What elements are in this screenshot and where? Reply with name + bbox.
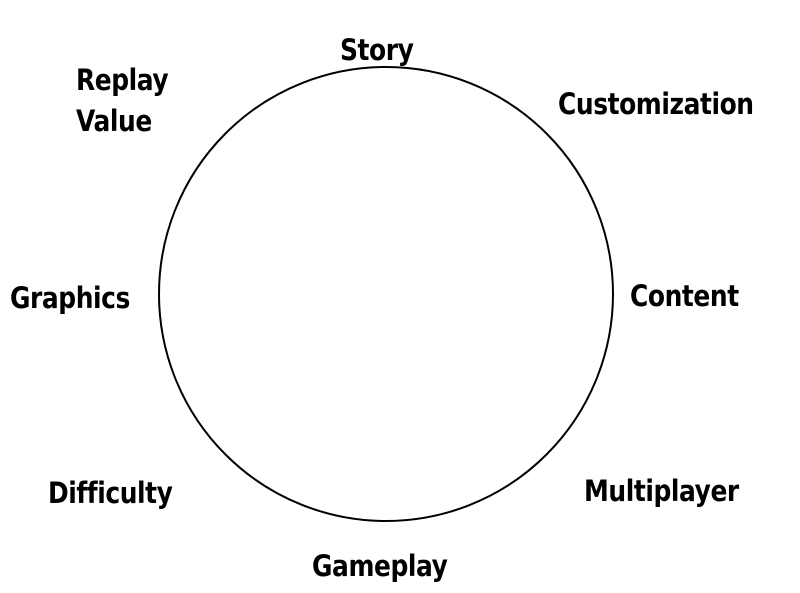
label-graphics: Graphics [10, 281, 130, 315]
central-circle [158, 66, 614, 522]
label-story: Story [340, 33, 414, 67]
label-content: Content [630, 279, 739, 313]
label-replay-value-line-1: Replay [76, 63, 169, 97]
label-customization: Customization [558, 87, 754, 121]
label-difficulty: Difficulty [48, 476, 173, 510]
label-gameplay: Gameplay [312, 549, 448, 583]
label-multiplayer: Multiplayer [584, 474, 739, 508]
label-replay-value: Replay Value [76, 60, 169, 142]
label-replay-value-line-2: Value [76, 104, 152, 139]
